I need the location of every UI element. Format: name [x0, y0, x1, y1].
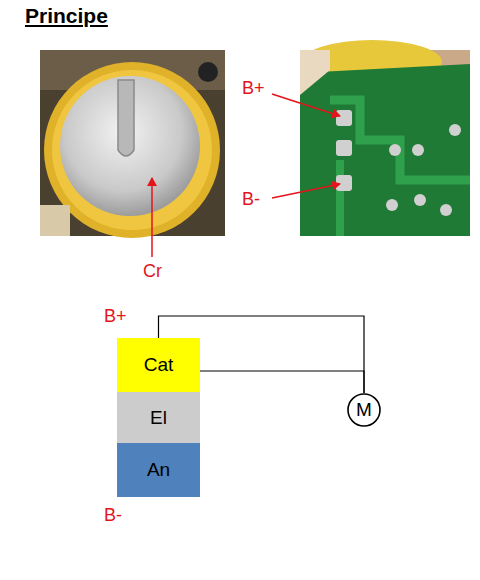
pcb-photo	[300, 40, 470, 236]
motor-symbol: M	[347, 393, 381, 427]
callout-label: B-	[242, 189, 260, 210]
callout-label: Cr	[143, 261, 162, 282]
battery-photo	[40, 50, 225, 238]
node-text: El	[150, 407, 167, 429]
leader-line	[272, 184, 340, 198]
node-text: Cat	[144, 354, 174, 376]
callout-label: B-	[104, 505, 122, 526]
electrolyte-layer: El	[117, 392, 200, 443]
callout-label: B+	[104, 306, 127, 327]
anode-layer: An	[117, 443, 200, 497]
cathode-layer: Cat	[117, 338, 200, 392]
node-text: An	[147, 459, 170, 481]
callout-label: B+	[242, 78, 265, 99]
leader-line	[151, 178, 153, 257]
leader-line	[272, 94, 340, 116]
node-text: M	[356, 399, 372, 421]
page-title: Principe	[25, 4, 108, 28]
